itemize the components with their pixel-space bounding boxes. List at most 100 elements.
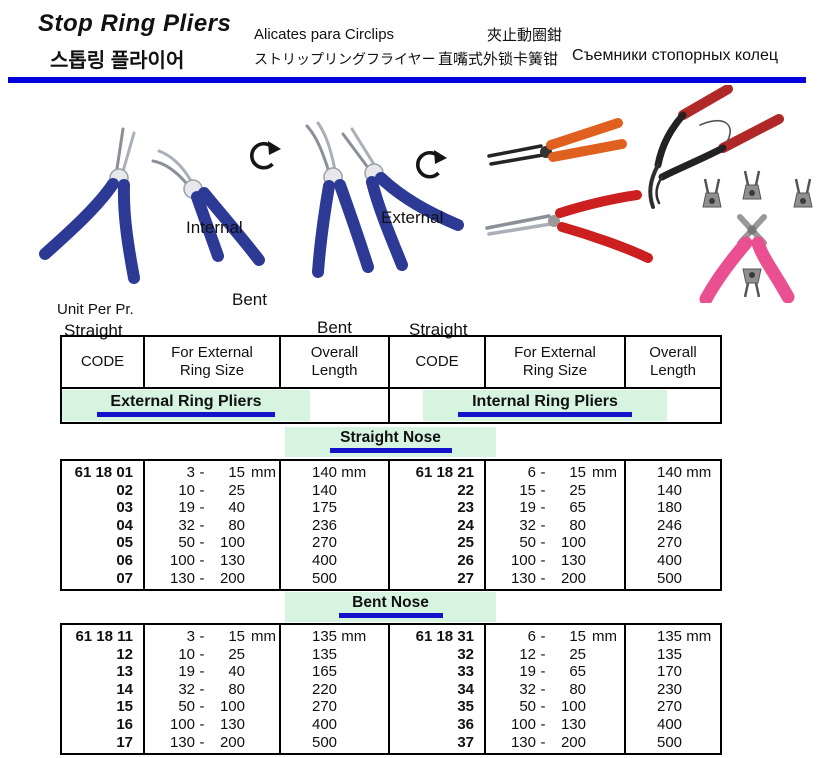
- overall-length-cell: 246: [657, 516, 683, 534]
- overall-length-cell: 400: [657, 551, 683, 569]
- overall-length-cell: 140: [657, 481, 683, 499]
- banner-underline: [338, 613, 443, 618]
- overall-length-cell: 170: [657, 663, 683, 681]
- page-title-russian: Съемники стопорных колец: [572, 47, 779, 64]
- code-cell: 16: [116, 715, 133, 733]
- code-cell: 25: [457, 534, 474, 552]
- ring-size-cell: 19-65: [519, 663, 586, 681]
- ring-size-cell: 100-130: [510, 551, 586, 569]
- code-cell: 33: [457, 663, 474, 681]
- code-cell: 02: [116, 481, 133, 499]
- overall-length-cell: 135: [657, 645, 683, 663]
- overall-length-cell: 180: [657, 499, 683, 517]
- ring-size-cell: 32-80: [178, 680, 245, 698]
- ring-size-cell: 50-100: [178, 534, 245, 552]
- ring-size-cell: 32-80: [178, 516, 245, 534]
- code-cell: 23: [457, 499, 474, 517]
- code-cell: 32: [457, 645, 474, 663]
- code-cell: 24: [457, 516, 474, 534]
- overall-length-cell: 400: [657, 715, 683, 733]
- ring-size-cell: 19-65: [519, 499, 586, 517]
- banner-underline: [458, 412, 632, 417]
- overall-length-cell: 236: [312, 516, 338, 534]
- overall-length-cell: 175: [312, 499, 338, 517]
- ring-size-cell: 100-130: [169, 715, 245, 733]
- code-cell: 06: [116, 551, 133, 569]
- code-cell: 27: [457, 569, 474, 587]
- page-title-japanese: ストリップリングフライヤー: [254, 51, 436, 67]
- code-cell: 03: [116, 499, 133, 517]
- ring-size-cell: 100-130: [510, 715, 586, 733]
- code-cell: 12: [116, 645, 133, 663]
- code-cell: 05: [116, 534, 133, 552]
- page-title-chinese-traditional: 夾止動圈鉗: [487, 27, 563, 44]
- straight-nose-row: Straight Nose: [60, 424, 722, 461]
- page-title-spanish: Alicates para Circlips: [254, 26, 395, 43]
- product-figure: Internal External Straight Bent Bent Str…: [0, 84, 828, 340]
- category-row: External Ring Pliers Internal Ring Plier…: [60, 389, 722, 424]
- ring-size-cell: 130-200: [510, 569, 586, 587]
- ring-size-cell: 130-200: [510, 733, 586, 751]
- internal-bent-plier: [151, 149, 265, 266]
- interchangeable-head-plier-set: [699, 169, 814, 306]
- ring-size-cell: 10-25: [178, 481, 245, 499]
- unit-per-pair-label: Unit Per Pr.: [57, 301, 134, 318]
- red-handle-plier: [485, 190, 653, 263]
- code-cell: 15: [116, 698, 133, 716]
- code-cell: 61 18 31: [415, 628, 474, 645]
- overall-length-cell: 500: [312, 569, 338, 587]
- overall-length-cell: 400: [312, 551, 338, 569]
- external-label: External: [381, 208, 444, 227]
- internal-straight-plier: [39, 127, 140, 284]
- page-title-chinese-simplified: 直嘴式外锁卡簧钳: [438, 51, 559, 68]
- overall-length-cell: 270: [657, 698, 683, 716]
- overall-length-cell: 400: [312, 715, 338, 733]
- bent-nose-circlip-plier: [648, 84, 784, 209]
- code-cell: 13: [116, 663, 133, 681]
- overall-length-cell: 500: [657, 733, 683, 751]
- code-cell: 26: [457, 551, 474, 569]
- straight-nose-banner: Straight Nose: [285, 427, 496, 457]
- banner-underline: [97, 412, 275, 417]
- code-cell: 14: [116, 680, 133, 698]
- overall-length-cell: 270: [312, 698, 338, 716]
- bent-nose-banner: Bent Nose: [285, 592, 496, 622]
- col-header-code-left: CODE: [62, 337, 145, 387]
- overall-length-cell: 140: [312, 481, 338, 499]
- ring-size-cell: 50-100: [519, 698, 586, 716]
- code-cell: 61 18 01: [74, 464, 133, 481]
- external-ring-pliers-banner: External Ring Pliers: [62, 390, 310, 421]
- code-cell: 61 18 21: [415, 464, 474, 481]
- code-cell: 36: [457, 715, 474, 733]
- rotate-clockwise-icon: [249, 139, 283, 170]
- code-cell: 22: [457, 481, 474, 499]
- ring-size-cell: 50-100: [519, 534, 586, 552]
- overall-length-cell: 165: [312, 663, 338, 681]
- col-header-code-right: CODE: [390, 337, 486, 387]
- bent-nose-row: Bent Nose: [60, 591, 722, 625]
- ring-size-cell: 130-200: [169, 733, 245, 751]
- overall-length-cell: 135 mm: [657, 628, 712, 645]
- ring-size-cell: 100-130: [169, 551, 245, 569]
- page-title: Stop Ring Pliers: [38, 10, 232, 37]
- ring-size-cell: 32-80: [519, 516, 586, 534]
- overall-length-cell: 220: [312, 680, 338, 698]
- overall-length-cell: 270: [657, 534, 683, 552]
- bent-label-middle: Bent: [317, 318, 352, 337]
- code-cell: 04: [116, 516, 133, 534]
- ring-size-cell: 12-25: [519, 645, 586, 663]
- code-cell: 07: [116, 569, 133, 587]
- orange-handle-plier: [487, 118, 627, 166]
